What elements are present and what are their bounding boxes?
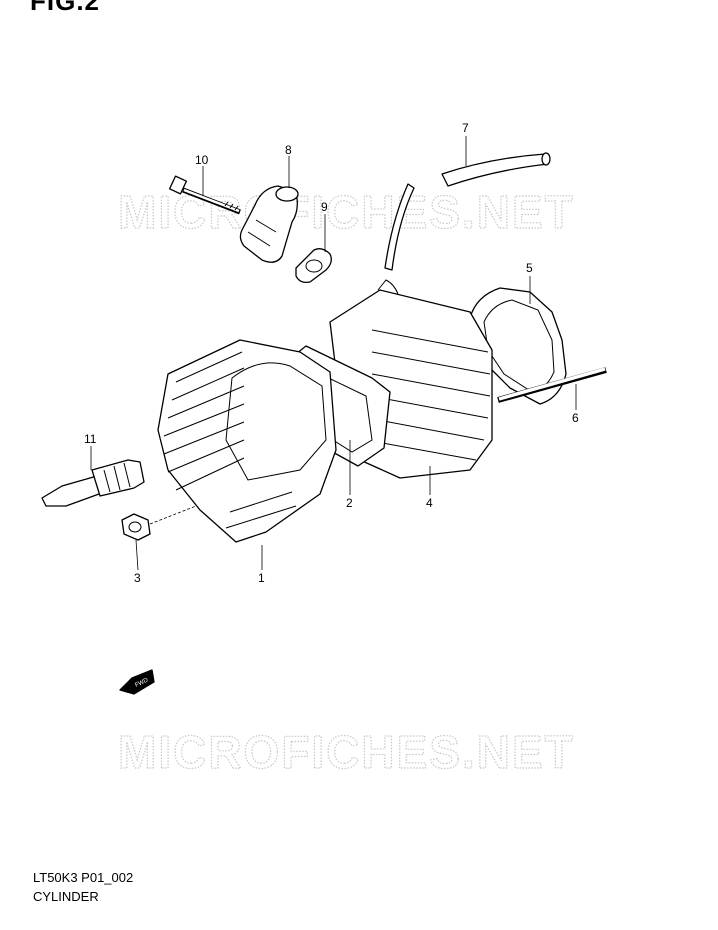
callout-11: 11 [84, 432, 97, 446]
callout-2: 2 [346, 496, 353, 510]
part-8-intake-elbow[interactable] [239, 185, 299, 263]
callout-8: 8 [285, 143, 292, 157]
part-1-cylinder-head[interactable] [157, 339, 337, 543]
part-7-hose[interactable] [384, 152, 551, 271]
watermark-bottom: MICROFICHES.NET [118, 726, 575, 778]
callout-10: 10 [195, 153, 209, 167]
callout-7: 7 [462, 121, 469, 135]
part-3-nut[interactable] [121, 513, 151, 541]
callout-4: 4 [426, 496, 433, 510]
part-9-intake-gasket[interactable] [295, 248, 332, 284]
assembly-name: CYLINDER [33, 889, 99, 904]
part-5-head-gasket[interactable] [469, 287, 567, 405]
part-6-stud-bolt[interactable] [497, 367, 607, 403]
fwd-direction-arrow: FWD [119, 669, 155, 695]
part-10-bolt[interactable] [168, 175, 241, 215]
diagram-code: LT50K3 P01_002 [33, 870, 134, 885]
callout-5: 5 [526, 261, 533, 275]
callout-6: 6 [572, 411, 579, 425]
fwd-label: FWD [134, 677, 150, 688]
callout-3: 3 [134, 571, 141, 585]
callout-leaders [90, 136, 577, 571]
figure-title: FIG.2 [30, 0, 101, 16]
part-11-spark-plug[interactable] [41, 459, 145, 507]
callout-9: 9 [321, 200, 328, 214]
callout-1: 1 [258, 571, 265, 585]
